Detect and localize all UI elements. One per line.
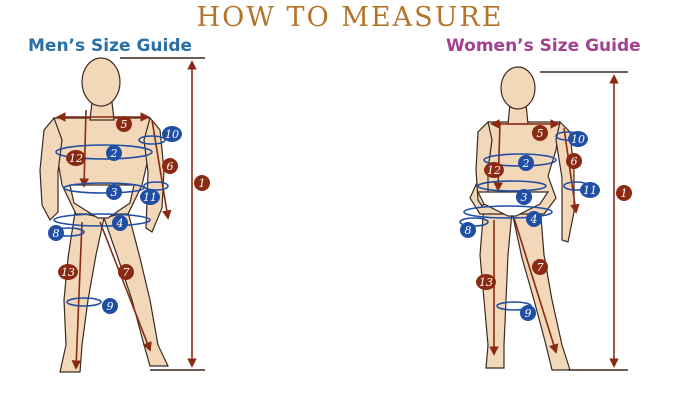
men-marker-11-label: 11 bbox=[143, 191, 157, 204]
men-marker-6: 6 bbox=[162, 158, 178, 174]
women-marker-6-badge bbox=[566, 153, 582, 169]
men-marker-12-badge bbox=[66, 150, 86, 166]
womens-size-guide-heading: Women’s Size Guide bbox=[446, 36, 641, 56]
men-marker-5: 5 bbox=[116, 116, 132, 132]
men-marker-9: 9 bbox=[102, 298, 118, 314]
women-marker-7: 7 bbox=[532, 259, 548, 275]
men-marker-1-badge bbox=[194, 175, 210, 191]
women-marker-4-badge bbox=[526, 211, 542, 227]
women-marker-6: 6 bbox=[566, 153, 582, 169]
men-marker-8-badge bbox=[48, 225, 64, 241]
men-marker-2: 2 bbox=[106, 145, 122, 161]
female-figure bbox=[469, 66, 575, 371]
women-marker-1: 1 bbox=[616, 185, 632, 201]
men-marker-9-label: 9 bbox=[107, 300, 114, 313]
women-marker-5: 5 bbox=[532, 125, 548, 141]
male-circumference-lines bbox=[51, 135, 169, 307]
women-marker-4: 4 bbox=[526, 211, 542, 227]
women-marker-2: 2 bbox=[518, 155, 534, 171]
women-marker-6-label: 6 bbox=[571, 155, 578, 168]
men-marker-9-badge bbox=[102, 298, 118, 314]
women-marker-11: 11 bbox=[580, 182, 600, 198]
men-marker-5-badge bbox=[116, 116, 132, 132]
men-marker-4-label: 4 bbox=[116, 217, 124, 230]
women-marker-10-label: 10 bbox=[571, 133, 585, 146]
men-marker-12-label: 12 bbox=[69, 152, 83, 165]
women-marker-5-badge bbox=[532, 125, 548, 141]
women-marker-7-label: 7 bbox=[537, 261, 544, 274]
male-length-lines bbox=[56, 57, 205, 371]
women-marker-10: 10 bbox=[568, 131, 588, 147]
men-marker-1-label: 1 bbox=[199, 177, 206, 190]
men-marker-2-label: 2 bbox=[110, 147, 118, 160]
men-marker-6-badge bbox=[162, 158, 178, 174]
women-marker-8-badge bbox=[460, 222, 476, 238]
men-marker-4: 4 bbox=[112, 215, 128, 231]
men-marker-10-badge bbox=[162, 126, 182, 142]
male-figure bbox=[39, 57, 169, 373]
female-circumference-lines bbox=[459, 131, 589, 311]
women-marker-13-label: 13 bbox=[479, 276, 493, 289]
men-marker-11-badge bbox=[140, 189, 160, 205]
men-marker-3-badge bbox=[106, 184, 122, 200]
men-marker-7: 7 bbox=[118, 264, 134, 280]
men-marker-10: 10 bbox=[162, 126, 182, 142]
women-marker-3: 3 bbox=[516, 189, 532, 205]
page-title: HOW TO MEASURE bbox=[196, 2, 504, 33]
women-marker-1-label: 1 bbox=[621, 187, 628, 200]
women-marker-3-label: 3 bbox=[521, 191, 528, 204]
women-marker-7-badge bbox=[532, 259, 548, 275]
women-marker-1-badge bbox=[616, 185, 632, 201]
men-marker-13-label: 13 bbox=[61, 266, 75, 279]
men-marker-13-badge bbox=[58, 264, 78, 280]
men-marker-5-label: 5 bbox=[121, 118, 128, 131]
women-marker-9: 9 bbox=[520, 305, 536, 321]
women-marker-13-badge bbox=[476, 274, 496, 290]
men-marker-3-label: 3 bbox=[111, 186, 118, 199]
women-marker-11-badge bbox=[580, 182, 600, 198]
women-marker-11-label: 11 bbox=[583, 184, 597, 197]
women-marker-13: 13 bbox=[476, 274, 496, 290]
men-marker-3: 3 bbox=[106, 184, 122, 200]
women-marker-8: 8 bbox=[460, 222, 476, 238]
women-marker-5-label: 5 bbox=[537, 127, 544, 140]
men-marker-12: 12 bbox=[66, 150, 86, 166]
women-marker-2-badge bbox=[518, 155, 534, 171]
women-marker-12-badge bbox=[484, 162, 504, 178]
men-marker-8-label: 8 bbox=[53, 227, 60, 240]
women-marker-8-label: 8 bbox=[465, 224, 472, 237]
women-marker-10-badge bbox=[568, 131, 588, 147]
women-marker-2-label: 2 bbox=[522, 157, 530, 170]
men-marker-11: 11 bbox=[140, 189, 160, 205]
female-length-lines bbox=[489, 71, 628, 371]
women-marker-9-label: 9 bbox=[525, 307, 532, 320]
men-marker-6-label: 6 bbox=[167, 160, 174, 173]
men-marker-13: 13 bbox=[58, 264, 78, 280]
women-marker-3-badge bbox=[516, 189, 532, 205]
women-marker-12: 12 bbox=[484, 162, 504, 178]
men-marker-2-badge bbox=[106, 145, 122, 161]
mens-size-guide-heading: Men’s Size Guide bbox=[28, 36, 193, 56]
men-marker-4-badge bbox=[112, 215, 128, 231]
women-marker-4-label: 4 bbox=[530, 213, 538, 226]
men-marker-8: 8 bbox=[48, 225, 64, 241]
men-marker-7-badge bbox=[118, 264, 134, 280]
women-marker-9-badge bbox=[520, 305, 536, 321]
women-marker-12-label: 12 bbox=[487, 164, 501, 177]
men-marker-10-label: 10 bbox=[165, 128, 179, 141]
men-marker-7-label: 7 bbox=[123, 266, 130, 279]
men-marker-1: 1 bbox=[194, 175, 210, 191]
